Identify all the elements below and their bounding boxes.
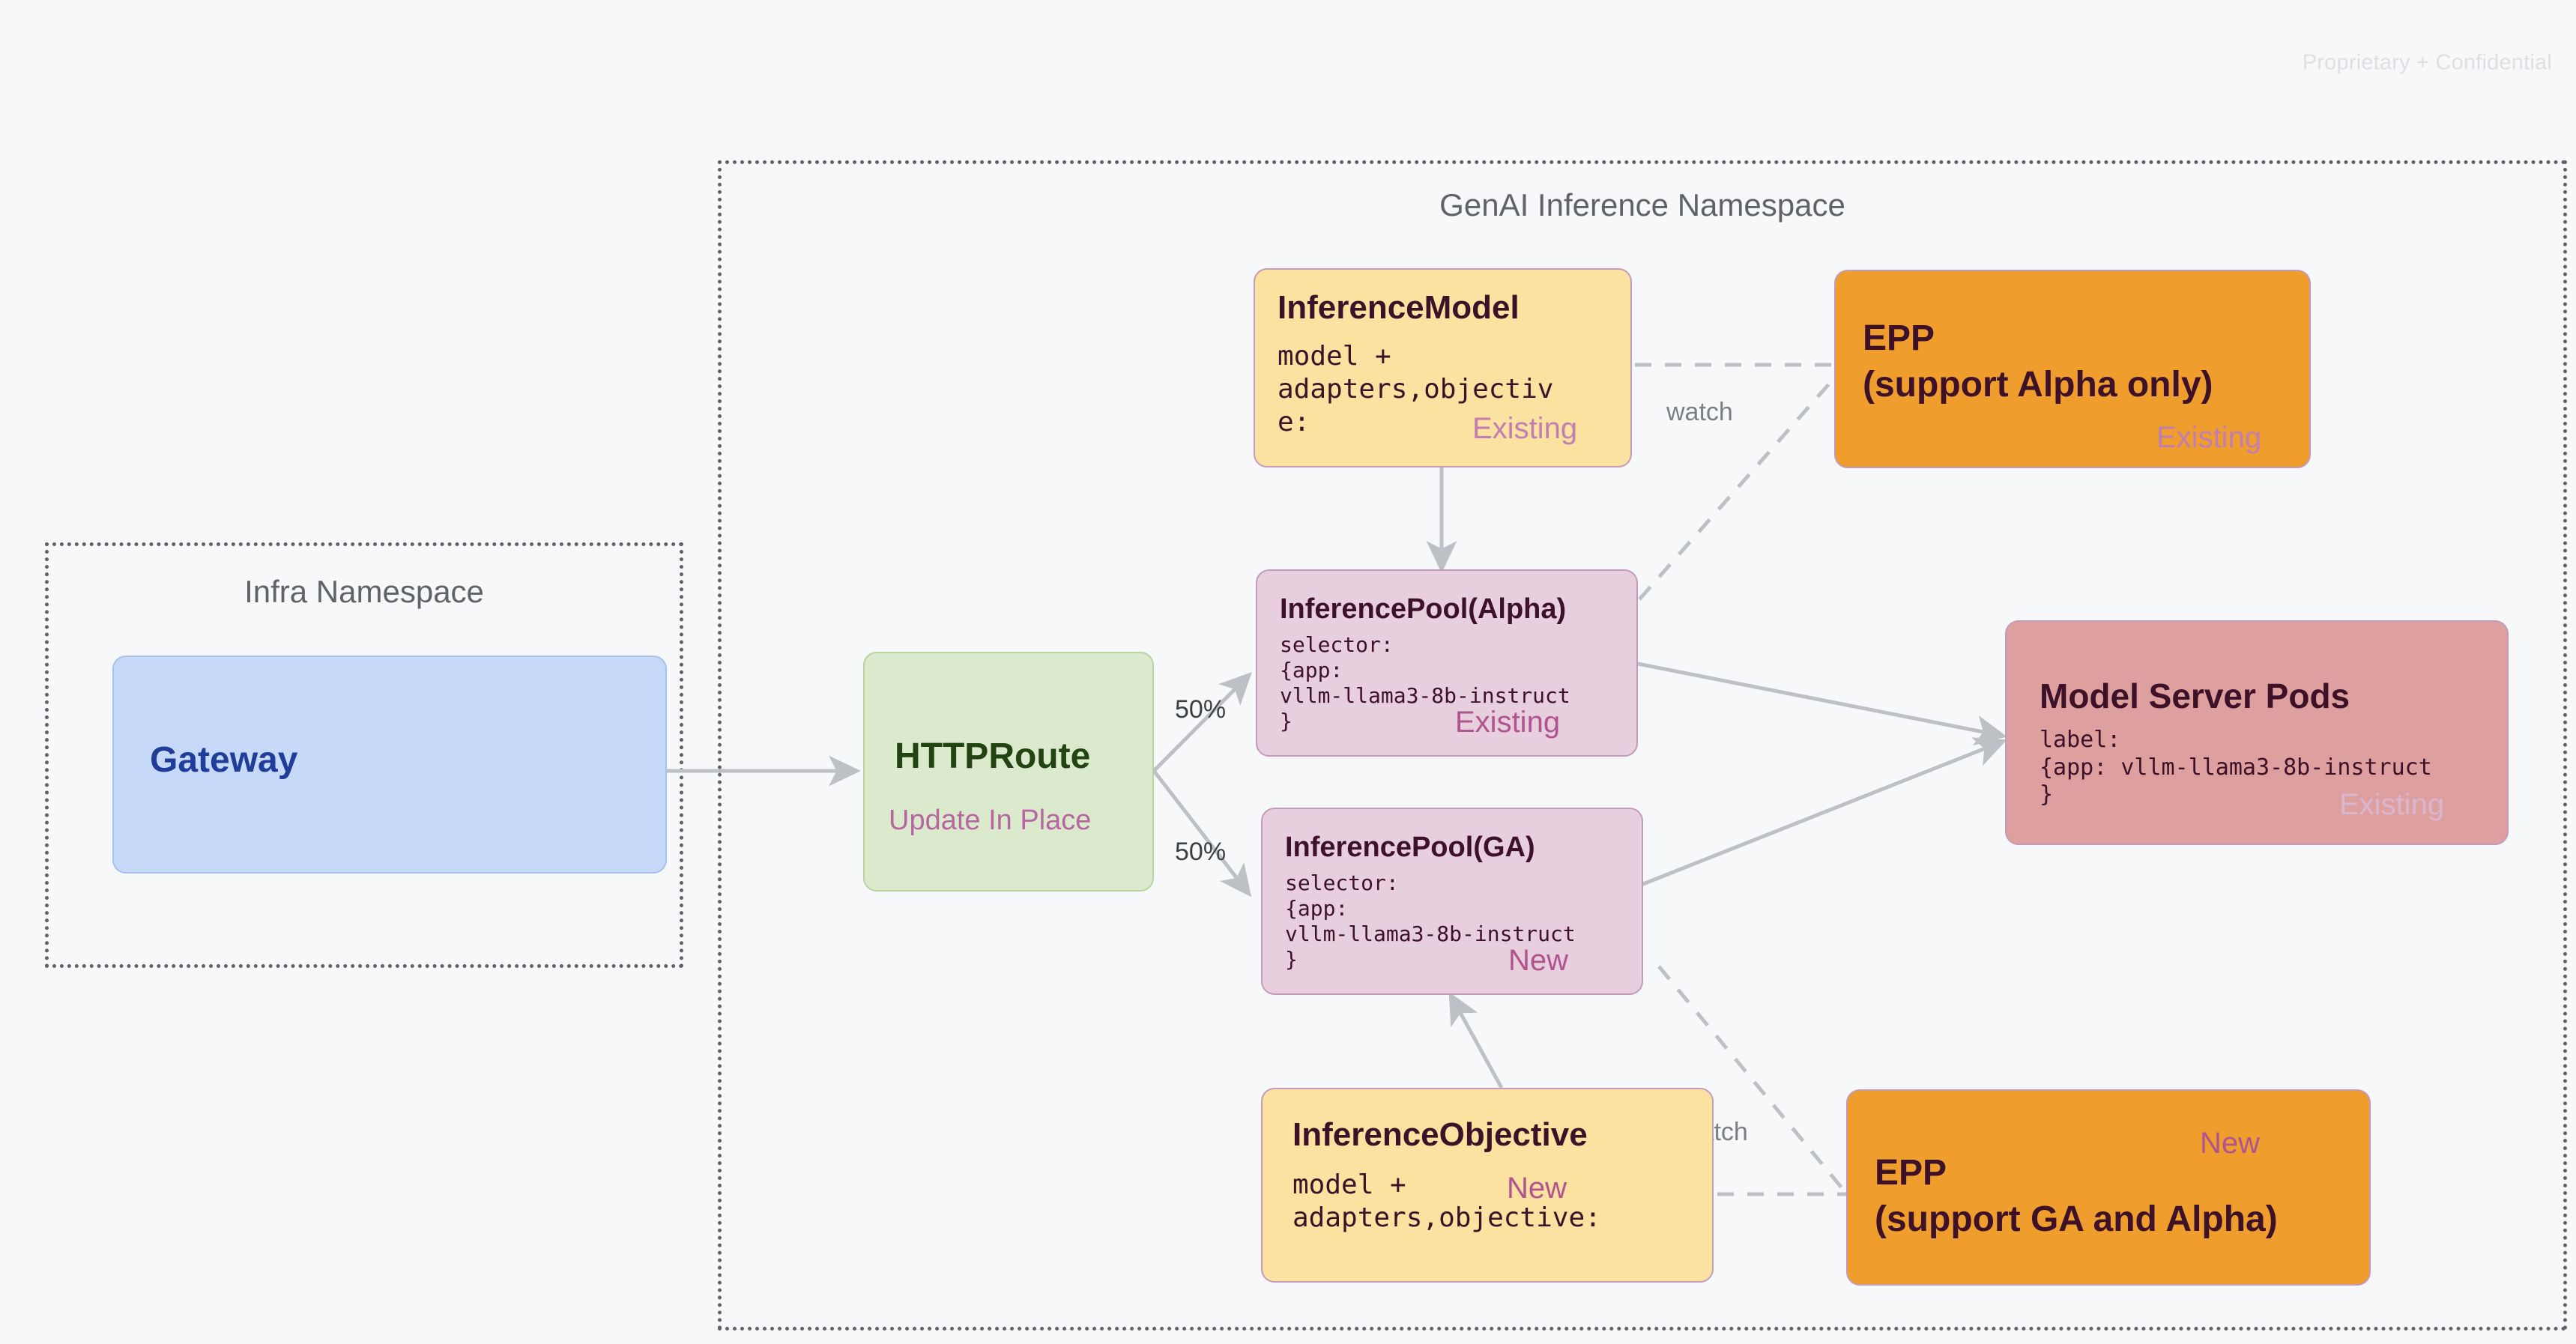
node-inference-objective-body: model + adapters,objective: — [1292, 1169, 1601, 1233]
node-inference-objective[interactable]: InferenceObjective model + adapters,obje… — [1261, 1088, 1714, 1283]
node-epp-alpha[interactable]: EPP (support Alpha only) Existing — [1834, 270, 2311, 468]
node-inference-model-title: InferenceModel — [1278, 289, 1520, 326]
node-inference-pool-ga-body: selector: {app: vllm-llama3-8b-instruct … — [1285, 871, 1576, 972]
confidentiality-watermark: Proprietary + Confidential — [2302, 50, 2552, 75]
node-epp-ga[interactable]: EPP (support GA and Alpha) New — [1846, 1089, 2371, 1286]
node-inference-objective-tag: New — [1507, 1172, 1567, 1205]
node-inference-pool-ga-title: InferencePool(GA) — [1285, 832, 1535, 863]
node-gateway[interactable]: Gateway — [112, 656, 667, 874]
node-inference-model[interactable]: InferenceModel model + adapters,objectiv… — [1254, 268, 1632, 467]
namespace-region-infra — [45, 542, 683, 968]
node-inference-objective-title: InferenceObjective — [1292, 1116, 1588, 1153]
node-inference-pool-alpha-tag: Existing — [1455, 706, 1561, 739]
node-model-server-pods-title: Model Server Pods — [2040, 676, 2350, 715]
node-epp-ga-tag: New — [2200, 1127, 2261, 1160]
edge-label-split-top: 50% — [1175, 695, 1227, 724]
namespace-title-infra: Infra Namespace — [244, 574, 484, 609]
node-epp-alpha-title-line2: (support Alpha only) — [1863, 365, 2213, 405]
node-model-server-pods[interactable]: Model Server Pods label: {app: vllm-llam… — [2005, 620, 2509, 845]
node-inference-model-tag: Existing — [1472, 412, 1578, 445]
node-epp-alpha-tag: Existing — [2156, 421, 2262, 454]
node-inference-pool-alpha-body: selector: {app: vllm-llama3-8b-instruct … — [1280, 632, 1570, 734]
node-inference-pool-ga[interactable]: InferencePool(GA) selector: {app: vllm-l… — [1261, 808, 1643, 995]
edge-label-watch-top: watch — [1666, 398, 1733, 426]
node-epp-ga-title-line2: (support GA and Alpha) — [1875, 1199, 2278, 1239]
namespace-title-genai: GenAI Inference Namespace — [1439, 187, 1845, 223]
node-epp-ga-title-line1: EPP — [1875, 1153, 1947, 1193]
node-httproute-tag: Update In Place — [889, 805, 1092, 836]
node-inference-pool-alpha-title: InferencePool(Alpha) — [1280, 593, 1567, 625]
node-gateway-title: Gateway — [150, 740, 298, 780]
namespace-region-genai — [718, 160, 2567, 1331]
node-httproute[interactable]: HTTPRoute Update In Place — [863, 652, 1154, 892]
node-model-server-pods-tag: Existing — [2339, 788, 2445, 821]
node-inference-pool-ga-tag: New — [1508, 944, 1569, 977]
node-httproute-title: HTTPRoute — [895, 736, 1091, 776]
node-inference-model-body: model + adapters,objectiv e: — [1278, 341, 1554, 438]
node-inference-pool-alpha[interactable]: InferencePool(Alpha) selector: {app: vll… — [1256, 569, 1638, 757]
node-model-server-pods-body: label: {app: vllm-llama3-8b-instruct } — [2040, 727, 2432, 808]
edge-label-split-bottom: 50% — [1175, 838, 1227, 866]
node-epp-alpha-title-line1: EPP — [1863, 318, 1935, 358]
